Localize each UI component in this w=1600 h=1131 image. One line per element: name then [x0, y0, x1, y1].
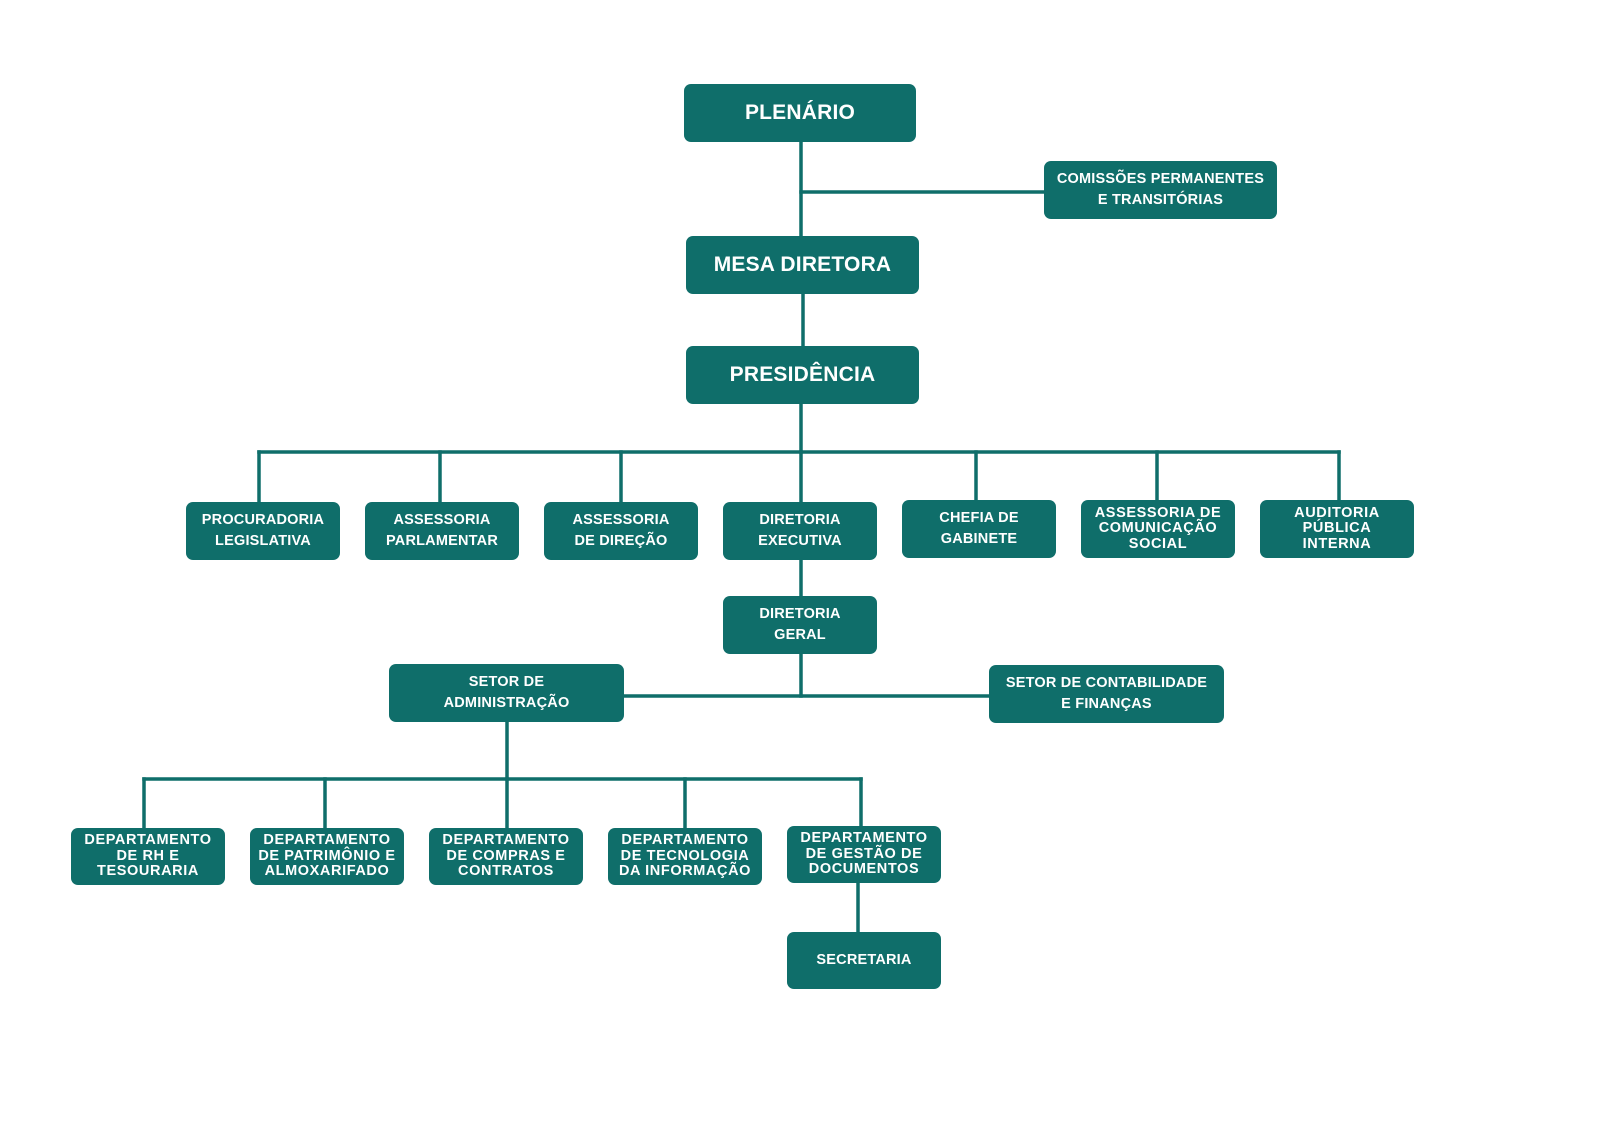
node-chefia-gabinete[interactable]: CHEFIA DE GABINETE [902, 500, 1056, 558]
node-setor-contabilidade[interactable]: SETOR DE CONTABILIDADE E FINANÇAS [989, 665, 1224, 723]
node-depto-documentos[interactable]: DEPARTAMENTO DE GESTÃO DE DOCUMENTOS [787, 826, 941, 883]
node-secretaria[interactable]: SECRETARIA [787, 932, 941, 989]
node-comissoes[interactable]: COMISSÕES PERMANENTES E TRANSITÓRIAS [1044, 161, 1277, 219]
node-assessoria-comunicacao[interactable]: ASSESSORIA DE COMUNICAÇÃO SOCIAL [1081, 500, 1235, 558]
node-assessoria-direcao[interactable]: ASSESSORIA DE DIREÇÃO [544, 502, 698, 560]
node-depto-compras[interactable]: DEPARTAMENTO DE COMPRAS E CONTRATOS [429, 828, 583, 885]
node-assessoria-parlamentar[interactable]: ASSESSORIA PARLAMENTAR [365, 502, 519, 560]
node-diretoria-geral[interactable]: DIRETORIA GERAL [723, 596, 877, 654]
node-depto-tecnologia[interactable]: DEPARTAMENTO DE TECNOLOGIA DA INFORMAÇÃO [608, 828, 762, 885]
node-setor-administracao[interactable]: SETOR DE ADMINISTRAÇÃO [389, 664, 624, 722]
node-plenario[interactable]: PLENÁRIO [684, 84, 916, 142]
node-depto-patrimonio[interactable]: DEPARTAMENTO DE PATRIMÔNIO E ALMOXARIFAD… [250, 828, 404, 885]
node-mesa-diretora[interactable]: MESA DIRETORA [686, 236, 919, 294]
node-depto-rh[interactable]: DEPARTAMENTO DE RH E TESOURARIA [71, 828, 225, 885]
node-diretoria-executiva[interactable]: DIRETORIA EXECUTIVA [723, 502, 877, 560]
node-procuradoria[interactable]: PROCURADORIA LEGISLATIVA [186, 502, 340, 560]
node-presidencia[interactable]: PRESIDÊNCIA [686, 346, 919, 404]
node-auditoria[interactable]: AUDITORIA PÚBLICA INTERNA [1260, 500, 1414, 558]
